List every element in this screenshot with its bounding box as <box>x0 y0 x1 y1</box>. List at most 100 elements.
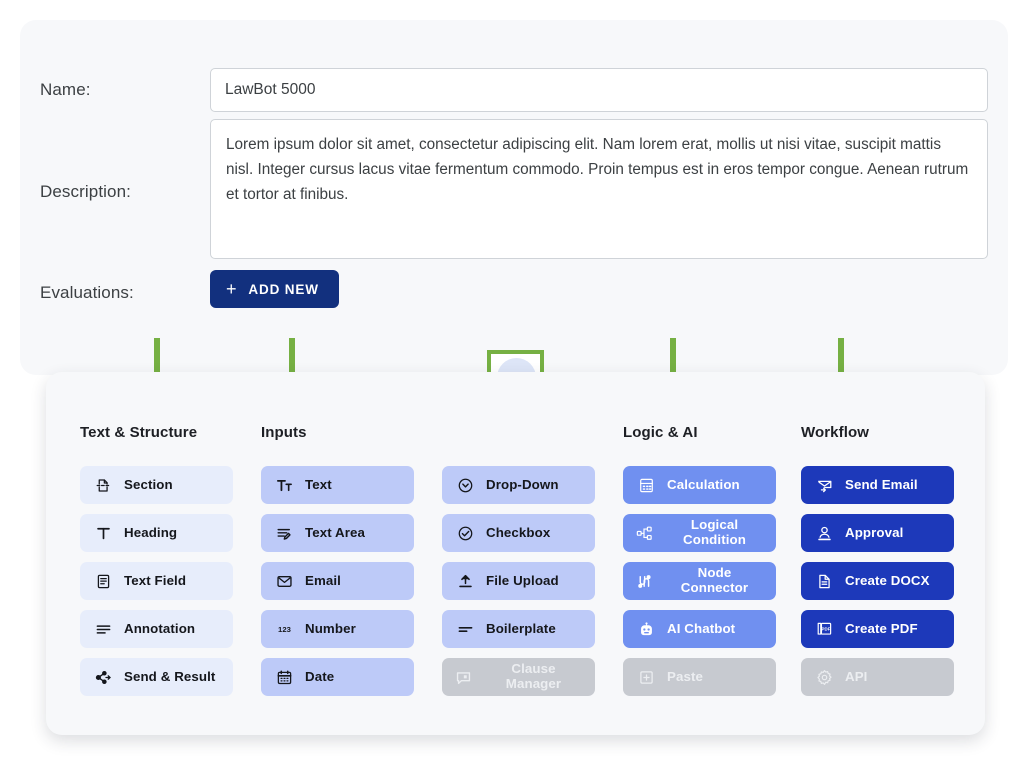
add-new-evaluation-button[interactable]: + ADD NEW <box>210 270 339 308</box>
palette-item-text-field[interactable]: Text Field <box>80 562 233 600</box>
palette-item-label: Section <box>124 476 173 492</box>
name-input[interactable]: LawBot 5000 <box>210 68 988 112</box>
add-new-label: ADD NEW <box>248 281 319 297</box>
palette-item-approval[interactable]: Approval <box>801 514 954 552</box>
arrow-shaft <box>154 338 160 388</box>
palette-item-calculation[interactable]: Calculation <box>623 466 776 504</box>
palette-item-number[interactable]: 123 Number <box>261 610 414 648</box>
column-header-inputs: Inputs <box>261 424 307 441</box>
palette-item-annotation[interactable]: Annotation <box>80 610 233 648</box>
palette-item-checkbox[interactable]: Checkbox <box>442 514 595 552</box>
name-row: Name: LawBot 5000 <box>40 68 988 112</box>
palette-item-label: File Upload <box>486 572 559 588</box>
description-textarea[interactable]: Lorem ipsum dolor sit amet, consectetur … <box>210 119 988 259</box>
palette-item-label: Calculation <box>667 476 740 492</box>
palette-item-paste: Paste <box>623 658 776 696</box>
boilerplate-lines-icon <box>456 620 475 639</box>
palette-item-logical-condition[interactable]: Logical Condition <box>623 514 776 552</box>
bot-details-card: Name: LawBot 5000 Description: Lorem ips… <box>20 20 1008 375</box>
annotation-lines-icon <box>94 620 113 639</box>
paste-plus-icon <box>637 668 656 687</box>
number-123-icon: 123 <box>275 620 294 639</box>
palette-item-email[interactable]: Email <box>261 562 414 600</box>
palette-item-label: Heading <box>124 524 178 540</box>
approval-person-icon <box>815 524 834 543</box>
palette-item-drop-down[interactable]: Drop-Down <box>442 466 595 504</box>
palette-item-text[interactable]: Text <box>261 466 414 504</box>
check-circle-icon <box>456 524 475 543</box>
node-connector-icon <box>635 572 654 591</box>
robot-icon <box>637 620 656 639</box>
calendar-icon <box>275 668 294 687</box>
text-tt-icon <box>275 476 294 495</box>
component-palette-panel: Text & Structure Section Heading <box>46 372 985 735</box>
palette-item-label: Text Area <box>305 524 366 540</box>
calculator-icon <box>637 476 656 495</box>
palette-item-create-pdf[interactable]: PDF Create PDF <box>801 610 954 648</box>
palette-item-node-connector[interactable]: Node Connector <box>623 562 776 600</box>
palette-column-workflow: Workflow Send Email <box>801 424 954 706</box>
docx-file-icon <box>815 572 834 591</box>
section-icon <box>94 476 113 495</box>
palette-item-label: Create DOCX <box>845 572 930 588</box>
palette-item-file-upload[interactable]: File Upload <box>442 562 595 600</box>
palette-item-label: Drop-Down <box>486 476 559 492</box>
palette-item-label: Send & Result <box>124 668 216 684</box>
palette-item-label: API <box>845 668 868 684</box>
palette-item-label: Text Field <box>124 572 187 588</box>
palette-item-label: Date <box>305 668 335 684</box>
palette-item-label: Checkbox <box>486 524 551 540</box>
palette-item-label: Node Connector <box>680 565 749 595</box>
palette-item-date[interactable]: Date <box>261 658 414 696</box>
logic-branch-icon <box>635 524 654 543</box>
text-area-icon <box>275 524 294 543</box>
palette-item-send-email[interactable]: Send Email <box>801 466 954 504</box>
palette-item-label: Text <box>305 476 332 492</box>
palette-column-logic-ai: Logic & AI Calculation <box>623 424 776 706</box>
palette-column-text-structure: Text & Structure Section Heading <box>80 424 233 706</box>
palette-item-text-area[interactable]: Text Area <box>261 514 414 552</box>
evaluations-label: Evaluations: <box>40 283 134 302</box>
palette-item-label: Email <box>305 572 341 588</box>
upload-arrow-icon <box>456 572 475 591</box>
palette-item-label: Number <box>305 620 356 636</box>
palette-item-label: Approval <box>845 524 904 540</box>
description-row: Description: Lorem ipsum dolor sit amet,… <box>40 119 988 259</box>
envelope-icon <box>275 572 294 591</box>
heading-t-icon <box>94 524 113 543</box>
evaluations-row: Evaluations: + ADD NEW <box>40 270 988 308</box>
palette-item-label: AI Chatbot <box>667 620 736 636</box>
clause-chat-icon <box>454 668 473 687</box>
palette-item-send-result[interactable]: Send & Result <box>80 658 233 696</box>
send-result-icon <box>94 668 113 687</box>
arrow-shaft <box>289 338 295 388</box>
plus-icon: + <box>226 279 238 299</box>
palette-column-inputs: Inputs Text Text Area <box>261 424 414 706</box>
arrow-shaft <box>838 338 844 388</box>
palette-item-section[interactable]: Section <box>80 466 233 504</box>
dropdown-circle-icon <box>456 476 475 495</box>
palette-item-label: Clause Manager <box>505 661 562 691</box>
svg-text:PDF: PDF <box>821 626 830 631</box>
column-header-workflow: Workflow <box>801 424 870 441</box>
column-header-logic-ai: Logic & AI <box>623 424 698 441</box>
send-email-icon <box>815 476 834 495</box>
palette-item-label: Send Email <box>845 476 918 492</box>
palette-item-ai-chatbot[interactable]: AI Chatbot <box>623 610 776 648</box>
name-label: Name: <box>40 80 91 99</box>
column-header-text-structure: Text & Structure <box>80 424 198 441</box>
palette-item-api: API <box>801 658 954 696</box>
palette-item-create-docx[interactable]: Create DOCX <box>801 562 954 600</box>
palette-column-inputs-secondary: Drop-Down Checkbox Fil <box>442 424 595 706</box>
svg-text:123: 123 <box>278 625 291 634</box>
palette-item-label: Logical Condition <box>683 517 746 547</box>
palette-item-heading[interactable]: Heading <box>80 514 233 552</box>
palette-item-label: Create PDF <box>845 620 918 636</box>
pdf-file-icon: PDF <box>815 620 834 639</box>
arrow-shaft <box>670 338 676 388</box>
description-label: Description: <box>40 182 131 201</box>
text-field-icon <box>94 572 113 591</box>
palette-item-boilerplate[interactable]: Boilerplate <box>442 610 595 648</box>
palette-item-label: Boilerplate <box>486 620 556 636</box>
